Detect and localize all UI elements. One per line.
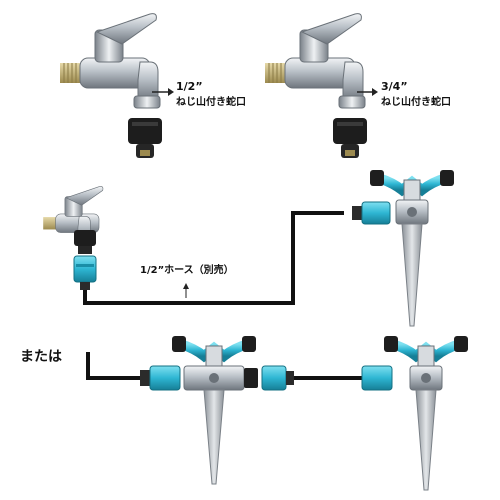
quick-connector-icon [261, 365, 294, 391]
arrow-icon [357, 88, 378, 96]
faucet-icon [265, 13, 366, 109]
top-right-size-label: 3/4” [381, 80, 408, 93]
quick-connector-icon [352, 201, 391, 225]
quick-connector-icon [140, 365, 181, 391]
top-left-size-label: 1/2” [176, 80, 203, 93]
top-left-desc-label: ねじ山付き蛇口 [176, 97, 246, 108]
arrow-icon [152, 88, 174, 96]
hose-line [86, 352, 140, 380]
faucet-icon [43, 186, 104, 241]
adapter-icon [333, 118, 367, 158]
or-label: または [20, 349, 62, 365]
sprinkler-icon [370, 170, 454, 327]
arrow-icon [183, 283, 189, 298]
adapter-icon [128, 118, 162, 158]
adapter-icon [74, 230, 96, 254]
quick-connector-icon [361, 365, 393, 391]
top-right-desc-label: ねじ山付き蛇口 [381, 97, 451, 108]
sprinkler-icon [384, 336, 468, 491]
faucet-icon [60, 13, 161, 109]
quick-connector-icon [73, 255, 97, 290]
sprinkler-icon [172, 336, 256, 485]
hose-line [83, 211, 344, 305]
adapter-icon [244, 368, 258, 388]
hose-label: 1/2”ホース（別売） [140, 265, 234, 276]
